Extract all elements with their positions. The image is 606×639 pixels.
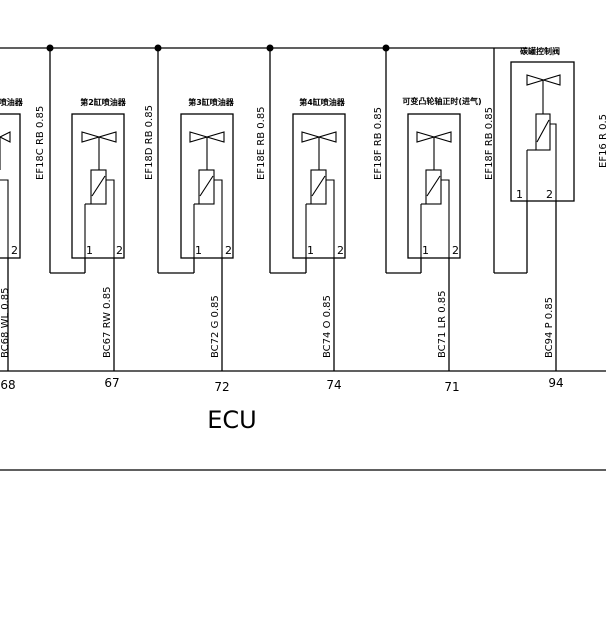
signal-wire-label: BC67 RW 0.85 xyxy=(102,287,113,358)
pin-2-label: 2 xyxy=(337,244,344,257)
component-box xyxy=(71,113,125,259)
coil-symbol xyxy=(310,169,327,205)
coil-lead xyxy=(441,179,450,258)
valve-symbol xyxy=(526,74,561,86)
pin-2-label: 2 xyxy=(11,244,18,257)
component-injector-1: 第1缸喷油器 2 BC68 WL 0.85 68 xyxy=(0,97,24,392)
component-box xyxy=(407,113,461,259)
component-vvt-intake: EF18F RB 0.85 可变凸轮轴正时(进气) 1 2 BC71 LR 0.… xyxy=(373,44,482,394)
component-canister-valve: EF18F RB 0.85 碳罐控制阀 1 2 BC94 P 0.85 94 E… xyxy=(484,46,606,390)
feed-wire-label: EF18C RB 0.85 xyxy=(35,106,46,180)
ecu-pin-number: 71 xyxy=(444,380,459,394)
valve-symbol xyxy=(416,131,452,143)
component-title: 第2缸喷油器 xyxy=(80,97,127,107)
pin-1-label: 1 xyxy=(307,244,314,257)
pin-1-label: 1 xyxy=(422,244,429,257)
coil-diagonal xyxy=(199,175,214,197)
feed-wire-label: EF18D RB 0.85 xyxy=(144,105,155,180)
coil-lead xyxy=(0,179,9,258)
pin-2-label: 2 xyxy=(452,244,459,257)
coil-symbol xyxy=(425,169,442,205)
component-box xyxy=(180,113,234,259)
ecu-label: ECU xyxy=(207,406,257,434)
component-title: 第1缸喷油器 xyxy=(0,97,24,107)
pin-1-label: 1 xyxy=(516,188,523,201)
feed-wire-label: EF18F RB 0.85 xyxy=(373,107,384,180)
component-title: 第4缸喷油器 xyxy=(299,97,346,107)
component-injector-4: EF18E RB 0.85 第4缸喷油器 1 2 BC74 O 0.85 74 xyxy=(256,44,346,392)
component-injector-2: EF18C RB 0.85 第2缸喷油器 1 2 BC67 RW 0.85 67 xyxy=(35,44,127,390)
component-injector-3: EF18D RB 0.85 第3缸喷油器 1 2 BC72 G 0.85 72 xyxy=(144,44,235,394)
component-title: 碳罐控制阀 xyxy=(520,46,560,56)
injector-symbol xyxy=(81,131,117,143)
signal-wire-label: BC94 P 0.85 xyxy=(544,297,555,358)
ecu-pin-number: 72 xyxy=(214,380,229,394)
injector-symbol xyxy=(0,131,11,143)
component-box xyxy=(292,113,346,259)
coil-diagonal xyxy=(311,175,326,197)
signal-wire-label: BC68 WL 0.85 xyxy=(0,288,11,358)
coil-symbol xyxy=(90,169,107,205)
coil-symbol xyxy=(198,169,215,205)
signal-wire-label: BC71 LR 0.85 xyxy=(437,290,448,358)
coil-lead xyxy=(550,123,557,201)
canister-feed-label: EF16 R 0.5 xyxy=(598,114,606,168)
component-title: 第3缸喷油器 xyxy=(188,97,235,107)
feed-wire-label: EF18E RB 0.85 xyxy=(256,106,267,180)
coil-symbol xyxy=(535,113,551,151)
pin-2-label: 2 xyxy=(225,244,232,257)
signal-wire-label: BC74 O 0.85 xyxy=(322,295,333,358)
ecu-pin-number: 74 xyxy=(326,378,341,392)
pin-2-label: 2 xyxy=(116,244,123,257)
coil-diagonal xyxy=(426,175,441,197)
signal-wire-label: BC72 G 0.85 xyxy=(210,295,221,358)
feed-wire-label: EF18F RB 0.85 xyxy=(484,107,495,180)
injector-symbol xyxy=(301,131,337,143)
pin-1-label: 1 xyxy=(86,244,93,257)
ecu-pin-number: 94 xyxy=(548,376,563,390)
coil-lead xyxy=(214,179,223,258)
pin-1-label: 1 xyxy=(195,244,202,257)
coil-diagonal xyxy=(91,175,106,197)
coil-lead xyxy=(326,179,335,258)
component-box xyxy=(510,61,575,202)
injector-symbol xyxy=(189,131,225,143)
component-title: 可变凸轮轴正时(进气) xyxy=(402,96,481,106)
ecu-pin-number: 67 xyxy=(104,376,119,390)
coil-diagonal xyxy=(536,119,550,143)
component-box xyxy=(0,113,21,259)
coil-lead xyxy=(106,179,115,258)
pin-2-label: 2 xyxy=(546,188,553,201)
ecu-pin-number: 68 xyxy=(0,378,15,392)
